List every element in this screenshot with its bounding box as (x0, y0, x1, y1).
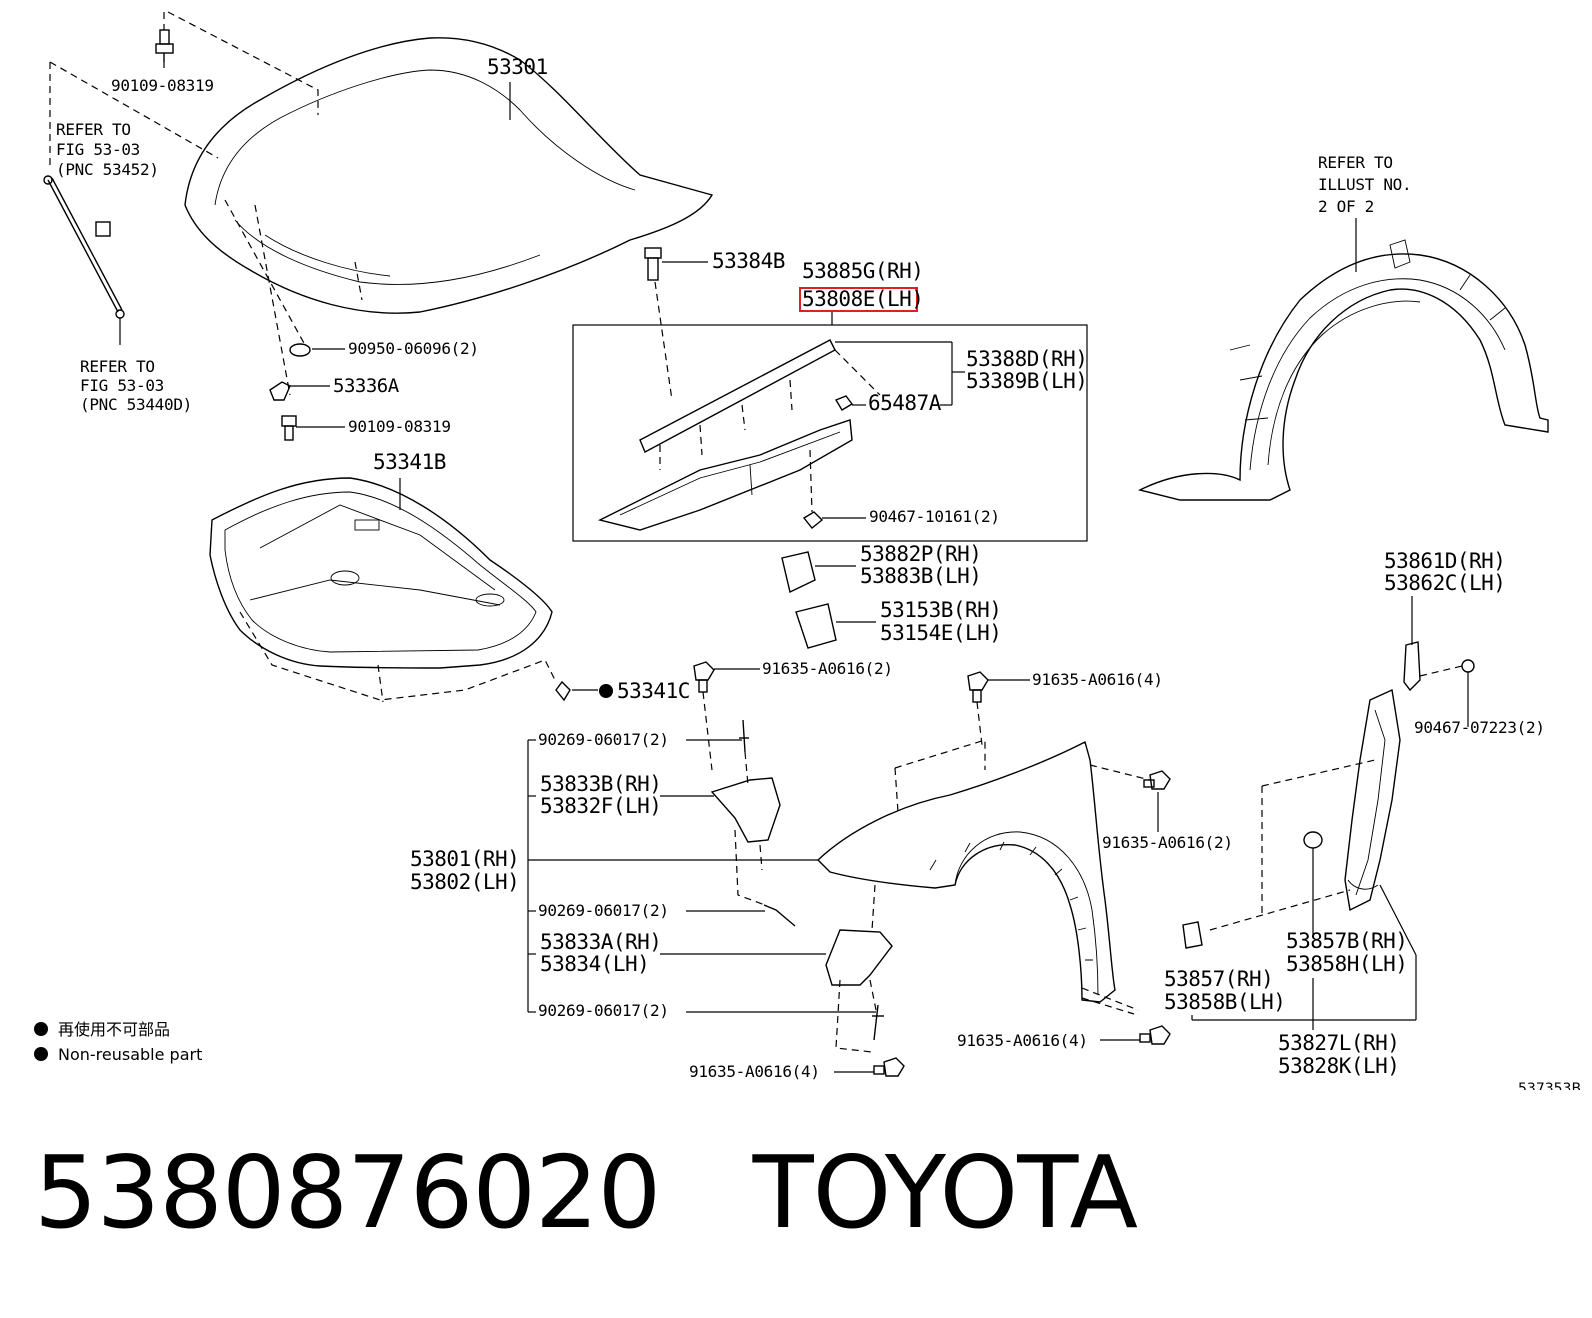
fender-liner[interactable] (1137, 239, 1549, 501)
bolt-fender-bracket-icon (693, 661, 715, 693)
liner-refer-line1: REFER TO (1318, 153, 1393, 172)
label-bolt-fender-2: 91635-A0616(4) (1032, 670, 1163, 689)
rivet-mid-icon (763, 904, 796, 927)
label-53388d-rh: 53388D(RH) (966, 347, 1087, 371)
label-53802-lh: 53802(LH) (410, 870, 519, 894)
front-fender[interactable] (816, 740, 1116, 1003)
label-53833a-rh: 53833A(RH) (540, 930, 661, 954)
label-bolt-top: 90109-08319 (111, 76, 214, 95)
clip-90467-07223-icon (1461, 659, 1475, 673)
label-rivet-3: 90269-06017(2) (538, 1001, 669, 1020)
label-53827l-rh: 53827L(RH) (1278, 1031, 1399, 1055)
label-seal-lh-highlighted: 53808E(LH) (802, 287, 923, 311)
bracket-53861d-icon (1403, 641, 1421, 692)
bolt-top-icon (155, 29, 174, 62)
liner-refer-line2: ILLUST NO. (1318, 175, 1411, 194)
bolt-fender-bottom-right-icon (1139, 1025, 1171, 1045)
label-53833b-rh: 53833B(RH) (540, 772, 661, 796)
label-53801-rh: 53801(RH) (410, 847, 519, 871)
label-53336a: 53336A (333, 375, 400, 397)
label-bolt-fender-5: 91635-A0616(4) (957, 1031, 1088, 1050)
refer-mid-line2: FIG 53-03 (80, 376, 164, 395)
clip-90467-10161-icon (802, 511, 824, 529)
label-seal-rh: 53885G(RH) (802, 259, 923, 283)
label-53883b-lh: 53883B(LH) (860, 564, 981, 588)
label-90467-07223: 90467-07223(2) (1414, 718, 1545, 737)
hood-panel[interactable] (184, 37, 714, 314)
label-53828k-lh: 53828K(LH) (1278, 1054, 1399, 1078)
label-65487a: 65487A (868, 391, 942, 415)
bracket-53833b-icon (710, 777, 781, 843)
bracket-53833a-icon (825, 929, 893, 986)
label-53858h-lh: 53858H(LH) (1286, 952, 1407, 976)
clip-65487a-icon (834, 395, 854, 411)
label-hood: 53301 (487, 55, 548, 79)
seal-group-box (572, 324, 1088, 542)
label-53384b: 53384B (712, 249, 785, 273)
clip-53336a-icon (269, 381, 291, 401)
highlight-box (799, 287, 918, 312)
label-53861d-rh: 53861D(RH) (1384, 549, 1505, 573)
label-90467-10161: 90467-10161(2) (869, 507, 1000, 526)
drawing-number: 537353B (1518, 1081, 1581, 1090)
refer-top-line2: FIG 53-03 (56, 140, 140, 159)
refer-mid-line3: (PNC 53440D) (80, 395, 192, 414)
label-53341c: 53341C (617, 679, 690, 703)
label-53832f-lh: 53832F(LH) (540, 794, 661, 818)
liner-refer-line3: 2 OF 2 (1318, 197, 1374, 216)
label-cushion: 90950-06096(2) (348, 339, 479, 358)
part-number-title: 5380876020 TOYOTA (34, 1134, 1138, 1251)
bolt-fender-top-icon (967, 671, 989, 703)
label-53858b-lh: 53858B(LH) (1164, 990, 1285, 1014)
label-53834-lh: 53834(LH) (540, 952, 649, 976)
seal-53857b-icon (1303, 831, 1323, 849)
cushion-icon (289, 343, 311, 357)
retainer-icon (555, 680, 571, 702)
label-insulator: 53341B (373, 450, 446, 474)
legend-dot-icon-1 (34, 1022, 48, 1036)
hood-support-rod (43, 175, 125, 319)
seal-53857-icon (1182, 921, 1203, 949)
legend-dot-icon-2 (34, 1047, 48, 1061)
label-bolt-fender-1: 91635-A0616(2) (762, 659, 893, 678)
label-bolt-fender-4: 91635-A0616(4) (689, 1062, 820, 1081)
bolt-fender-right-icon (1143, 770, 1171, 790)
parts-diagram: 90109-08319 53301 REFER TO FIG 53-03 (PN… (34, 11, 1581, 1090)
legend-line2: Non-reusable part (58, 1045, 202, 1064)
refer-top-line3: (PNC 53452) (56, 160, 159, 179)
bolt-bottom-icon (873, 1057, 905, 1077)
hood-insulator[interactable] (209, 477, 553, 669)
pad-icon (781, 551, 816, 594)
hood-stop-icon (644, 247, 662, 281)
refer-top-line1: REFER TO (56, 120, 131, 139)
spacer-icon (795, 603, 837, 649)
label-53862c-lh: 53862C(LH) (1384, 571, 1505, 595)
rivet-bottom-icon (872, 1004, 884, 1041)
label-53153b-rh: 53153B(RH) (880, 598, 1001, 622)
label-53154e-lh: 53154E(LH) (880, 621, 1001, 645)
label-53389b-lh: 53389B(LH) (966, 369, 1087, 393)
non-reusable-dot-icon (599, 684, 613, 698)
label-rivet-1: 90269-06017(2) (538, 730, 669, 749)
refer-mid-line1: REFER TO (80, 357, 155, 376)
hood-seal-strip[interactable] (597, 339, 853, 531)
label-bolt-fender-3: 91635-A0616(2) (1102, 833, 1233, 852)
label-bolt-mid: 90109-08319 (348, 417, 451, 436)
fender-shield[interactable] (1344, 688, 1401, 912)
label-53882p-rh: 53882P(RH) (860, 542, 981, 566)
label-53857-rh: 53857(RH) (1164, 967, 1273, 991)
rivet-top-icon (739, 719, 749, 753)
label-rivet-2: 90269-06017(2) (538, 901, 669, 920)
legend-line1: 再使用不可部品 (58, 1020, 170, 1039)
label-53857b-rh: 53857B(RH) (1286, 929, 1407, 953)
bolt-mid-icon (281, 415, 297, 441)
